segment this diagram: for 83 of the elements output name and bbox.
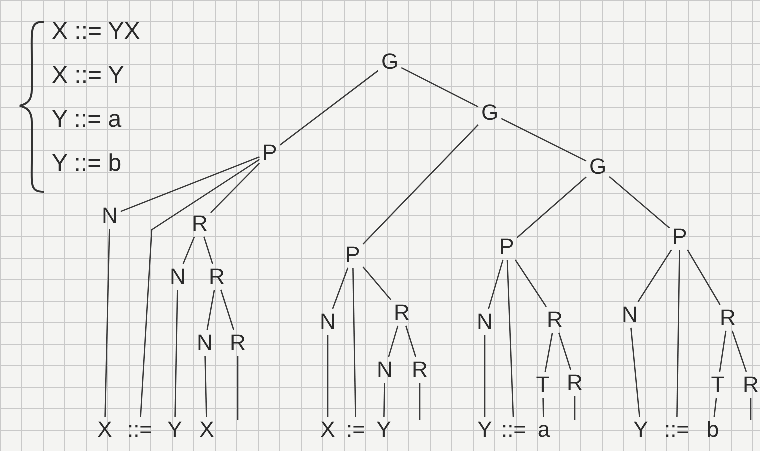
- tree-branch-line: [140, 159, 260, 418]
- tree-branch-line: [384, 382, 386, 418]
- tree-symbol: ::=: [500, 419, 528, 441]
- tree-symbol: Y: [476, 419, 494, 441]
- tree-symbol: R: [393, 302, 411, 324]
- tree-symbol: R: [411, 359, 429, 381]
- tree-symbol: N: [169, 266, 187, 288]
- tree-branch-line: [488, 260, 504, 310]
- tree-branch-line: [419, 383, 421, 420]
- tree-symbol: G: [380, 51, 400, 73]
- tree-symbol: P: [498, 236, 516, 258]
- tree-branch-line: [609, 176, 670, 229]
- grammar-rule: Y ::= a: [52, 108, 123, 132]
- tree-symbol: G: [480, 102, 500, 124]
- tree-branch-line: [574, 396, 576, 420]
- tree-symbol: a: [536, 419, 552, 441]
- tree-branch-line: [516, 176, 587, 238]
- tree-symbol: R: [191, 213, 209, 235]
- tree-branch-line: [237, 356, 239, 420]
- tree-branch-line: [206, 290, 216, 330]
- grammar-rule: X ::= Y: [52, 64, 126, 88]
- tree-branch-line: [401, 67, 479, 108]
- tree-branch-line: [388, 326, 399, 358]
- tree-branch-line: [104, 228, 110, 418]
- tree-symbol: R: [566, 372, 584, 394]
- tree-branch-line: [750, 398, 752, 420]
- tree-branch-line: [362, 266, 392, 300]
- grammar-rule: X ::= YX: [52, 20, 140, 44]
- tree-symbol: P: [672, 226, 688, 248]
- tree-branch-line: [687, 250, 721, 306]
- tree-branch-line: [280, 70, 379, 146]
- tree-branch-line: [714, 398, 718, 418]
- tree-branch-line: [544, 332, 554, 372]
- tree-branch-line: [362, 124, 479, 245]
- tree-branch-line: [174, 290, 178, 418]
- tree-branch-line: [220, 290, 235, 330]
- tree-branch-line: [405, 326, 417, 358]
- tree-symbol: P: [344, 244, 362, 266]
- tree-symbol: N: [319, 311, 337, 333]
- tree-symbol: X: [96, 419, 114, 441]
- tree-symbol: T: [710, 374, 726, 396]
- tree-symbol: Y: [376, 419, 392, 441]
- tree-symbol: b: [706, 419, 720, 441]
- tree-symbol: G: [588, 156, 608, 178]
- tree-branch-line: [352, 268, 356, 418]
- tree-branch-line: [732, 330, 748, 372]
- tree-branch-line: [514, 260, 548, 308]
- tree-symbol: Y: [632, 419, 650, 441]
- tree-branch-line: [719, 330, 727, 372]
- tree-branch-line: [542, 398, 544, 418]
- tree-symbol: X: [320, 419, 336, 441]
- tree-symbol: R: [742, 374, 760, 396]
- tree-symbol: R: [229, 332, 247, 354]
- tree-symbol: R: [208, 266, 226, 288]
- tree-symbol: N: [376, 359, 394, 381]
- tree-symbol: :=: [346, 419, 366, 441]
- tree-symbol: N: [621, 304, 639, 326]
- tree-branch-line: [630, 328, 640, 418]
- tree-branch-line: [332, 268, 349, 310]
- tree-symbol: R: [719, 307, 737, 329]
- tree-branch-line: [638, 250, 672, 302]
- tree-branch-line: [204, 356, 208, 418]
- tree-symbol: N: [476, 311, 494, 333]
- tree-symbol: P: [262, 142, 278, 164]
- tree-symbol: ::=: [126, 419, 154, 441]
- grammar-rule: Y ::= b: [52, 152, 123, 176]
- tree-symbol: Y: [166, 419, 184, 441]
- tree-symbol: R: [546, 309, 564, 331]
- tree-symbol: N: [196, 332, 214, 354]
- tree-branch-line: [484, 335, 486, 417]
- tree-branch-line: [327, 335, 329, 417]
- tree-branch-line: [506, 260, 514, 418]
- tree-symbol: N: [101, 205, 119, 227]
- tree-branch-line: [120, 156, 260, 212]
- tree-branch-line: [210, 163, 260, 214]
- tree-branch-line: [501, 118, 587, 162]
- tree-branch-line: [676, 250, 680, 417]
- tree-branch-line: [182, 236, 196, 264]
- tree-symbol: ::=: [663, 419, 691, 441]
- tree-branch-line: [204, 236, 214, 264]
- tree-symbol: X: [198, 419, 216, 441]
- tree-branch-line: [558, 332, 572, 370]
- tree-symbol: T: [535, 374, 551, 396]
